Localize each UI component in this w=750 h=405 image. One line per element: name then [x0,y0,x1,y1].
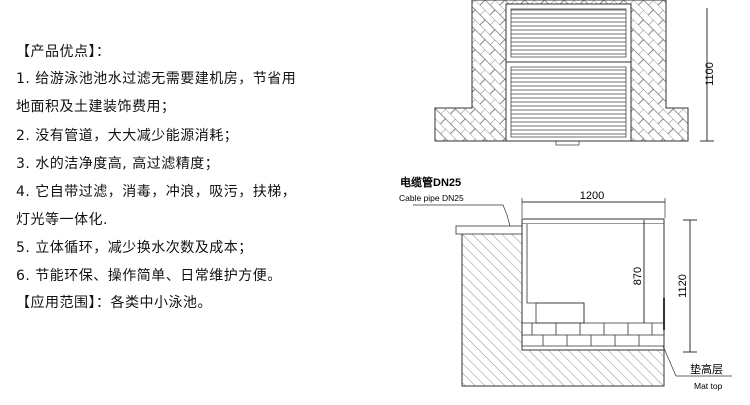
mat-top-label-en: Mat top [694,381,723,391]
advantage-line: 4. 它自带过滤，消毒，冲浪，吸污，扶梯， [16,184,297,200]
cable-pipe-label-cn: 电缆管DN25 [400,175,461,189]
top-height-dimension: 1100 [704,62,716,86]
advantage-line: 3. 水的洁净度高, 高过滤精度； [16,156,220,172]
advantages-heading: 【产品优点】： [16,44,111,60]
top-section-drawing: 1100 [434,0,716,146]
advantage-line: 地面积及土建装饰费用； [16,99,176,115]
scope-line: 【应用范围】：各类中小泳池。 [16,295,212,311]
bottom-section-drawing: 电缆管DN25 Cable pipe DN25 1200 870 1120 垫高… [399,175,732,391]
width-dimension: 1200 [580,190,604,202]
cable-pipe-label-en: Cable pipe DN25 [399,193,464,203]
advantage-line: 5. 立体循环，减少换水次数及成本； [16,240,253,256]
inner-height-dimension: 870 [632,267,644,285]
mat-top-label-cn: 垫高层 [690,362,723,376]
advantage-line: 2. 没有管道，大大减少能源消耗； [16,128,239,144]
advantage-line: 灯光等一体化. [16,212,108,228]
advantage-line: 6. 节能环保、操作简单、日常维护方便。 [16,268,282,284]
total-height-dimension: 1120 [677,274,689,298]
advantage-line: 1. 给游泳池池水过滤无需要建机房，节省用 [16,71,297,87]
